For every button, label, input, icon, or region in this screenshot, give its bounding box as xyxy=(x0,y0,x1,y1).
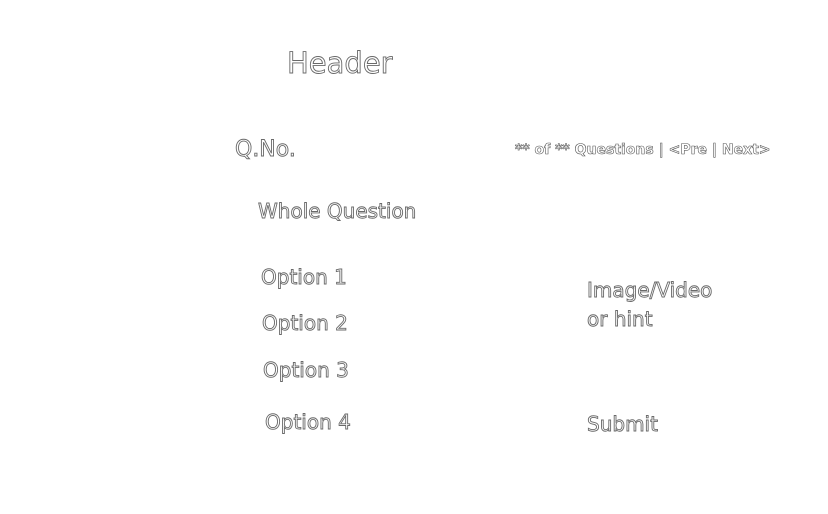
option-3[interactable]: Option 3 xyxy=(263,358,350,382)
option-1[interactable]: Option 1 xyxy=(261,265,348,289)
nav-separator: | xyxy=(658,142,664,158)
question-text: Whole Question xyxy=(258,199,417,223)
page-header: Header xyxy=(287,46,393,80)
question-navigation: ** of ** Questions | <Pre | Next> xyxy=(515,142,771,158)
media-hint-area: Image/Video or hint xyxy=(587,276,747,334)
option-4[interactable]: Option 4 xyxy=(265,410,352,434)
nav-separator: | xyxy=(711,142,718,158)
question-counter: ** of ** Questions xyxy=(515,142,654,158)
option-2[interactable]: Option 2 xyxy=(262,311,349,335)
media-label: Image/Video xyxy=(587,278,713,303)
hint-label: or hint xyxy=(587,307,653,332)
question-number-label: Q.No. xyxy=(235,137,297,162)
next-link[interactable]: Next> xyxy=(721,142,771,158)
submit-button[interactable]: Submit xyxy=(587,412,659,436)
prev-link[interactable]: <Pre xyxy=(668,142,707,158)
